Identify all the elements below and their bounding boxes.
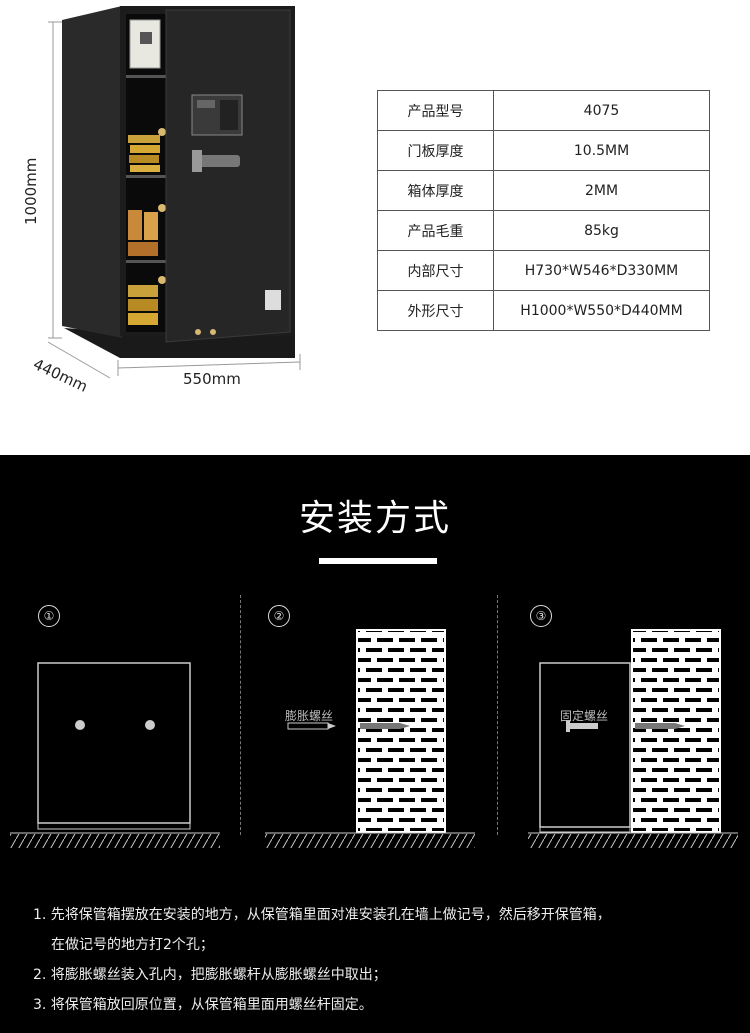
divider-2 (497, 595, 498, 835)
step-text-3: 3. 将保管箱放回原位置，从保管箱里面用螺丝杆固定。 (33, 997, 373, 1013)
step-number-3: ③ (530, 605, 552, 627)
spec-value: 85kg (493, 210, 710, 251)
width-dimension: 550mm (183, 370, 241, 388)
spec-value: 2MM (493, 170, 710, 211)
spec-value: 10.5MM (493, 130, 710, 171)
spec-value: 4075 (493, 90, 710, 131)
spec-label: 内部尺寸 (377, 250, 494, 291)
spec-value: H1000*W550*D440MM (493, 290, 710, 331)
spec-label: 产品型号 (377, 90, 494, 131)
spec-label: 箱体厚度 (377, 170, 494, 211)
spec-value: H730*W546*D330MM (493, 250, 710, 291)
step-text-2: 2. 将膨胀螺丝装入孔内，把膨胀螺杆从膨胀螺丝中取出； (33, 967, 387, 983)
safe-illustration (47, 6, 301, 379)
install-steps: 1. 先将保管箱摆放在安装的地方，从保管箱里面对准安装孔在墙上做记号，然后移开保… (33, 900, 743, 1020)
divider-1 (240, 595, 241, 835)
step-text-1-cont: 在做记号的地方打2个孔； (51, 937, 214, 953)
install-section: 安装方式 ① ② ③ (0, 455, 750, 1033)
fixing-screw-label: 固定螺丝 (560, 709, 609, 723)
expansion-screw-label: 膨胀螺丝 (285, 709, 334, 723)
spec-label: 产品毛重 (377, 210, 494, 251)
step-number-1: ① (38, 605, 60, 627)
spec-label: 门板厚度 (377, 130, 494, 171)
install-diagrams (10, 629, 738, 848)
install-title: 安装方式 (298, 498, 451, 539)
step-text-1: 1. 先将保管箱摆放在安装的地方，从保管箱里面对准安装孔在墙上做记号，然后移开保… (33, 907, 611, 923)
title-underline (319, 558, 437, 564)
height-dimension: 1000mm (22, 157, 40, 225)
step-number-2: ② (268, 605, 290, 627)
spec-label: 外形尺寸 (377, 290, 494, 331)
